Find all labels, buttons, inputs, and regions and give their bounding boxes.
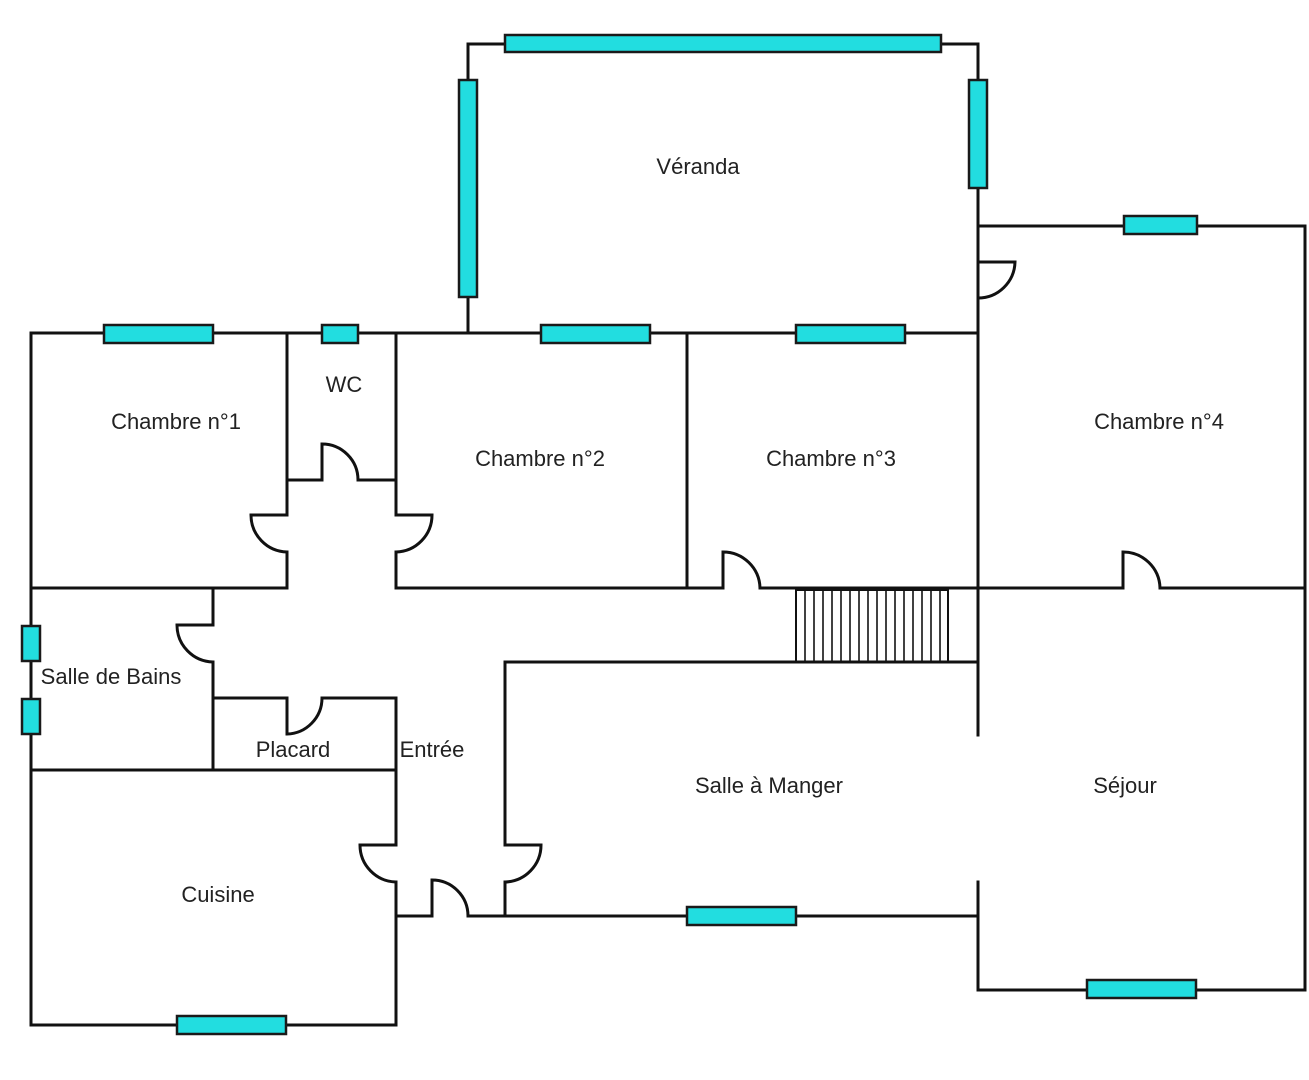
door-veranda-chambre4 xyxy=(977,260,1017,300)
door-wc xyxy=(320,442,360,481)
label-veranda: Véranda xyxy=(656,154,740,179)
label-salle-a-manger: Salle à Manger xyxy=(695,773,843,798)
door-placard xyxy=(285,697,324,736)
window-sdb-upper xyxy=(20,624,42,663)
walls xyxy=(29,42,1307,1027)
label-salle-de-bains: Salle de Bains xyxy=(40,664,182,689)
staircase xyxy=(795,589,949,663)
label-chambre3: Chambre n°3 xyxy=(766,446,896,471)
door-salle-de-bains xyxy=(175,623,214,664)
window-veranda-right xyxy=(967,78,989,190)
label-wc: WC xyxy=(325,372,363,397)
window-chambre2 xyxy=(539,323,652,345)
window-chambre3 xyxy=(794,323,907,345)
door-chambre4 xyxy=(1121,550,1162,589)
window-veranda-top xyxy=(503,33,943,54)
window-cuisine xyxy=(175,1014,288,1036)
stair-steps xyxy=(804,590,941,662)
window-chambre4-top xyxy=(1122,214,1199,236)
label-chambre2: Chambre n°2 xyxy=(475,446,605,471)
window-veranda-left xyxy=(457,78,479,299)
door-chambre3 xyxy=(721,550,762,589)
door-salle-a-manger xyxy=(504,843,543,884)
door-chambre2 xyxy=(395,513,434,554)
window-wc xyxy=(320,323,360,345)
label-placard: Placard xyxy=(255,737,331,762)
label-sejour: Séjour xyxy=(1093,773,1157,798)
staircase-outline xyxy=(795,589,949,663)
window-sdb-lower xyxy=(20,697,42,736)
wall-veranda xyxy=(466,42,980,335)
door-entree xyxy=(430,878,470,917)
windows xyxy=(20,33,1199,1036)
window-chambre1 xyxy=(102,323,215,345)
door-chambre1 xyxy=(249,513,288,554)
label-chambre4: Chambre n°4 xyxy=(1094,409,1224,434)
label-entree: Entrée xyxy=(399,737,465,762)
label-cuisine: Cuisine xyxy=(181,882,255,907)
doors xyxy=(175,260,1162,917)
window-sejour xyxy=(1085,978,1198,1000)
label-chambre1: Chambre n°1 xyxy=(111,409,241,434)
wall-chambre4-outer xyxy=(976,224,1307,992)
window-salle-a-manger xyxy=(685,905,798,927)
door-cuisine xyxy=(358,843,397,884)
